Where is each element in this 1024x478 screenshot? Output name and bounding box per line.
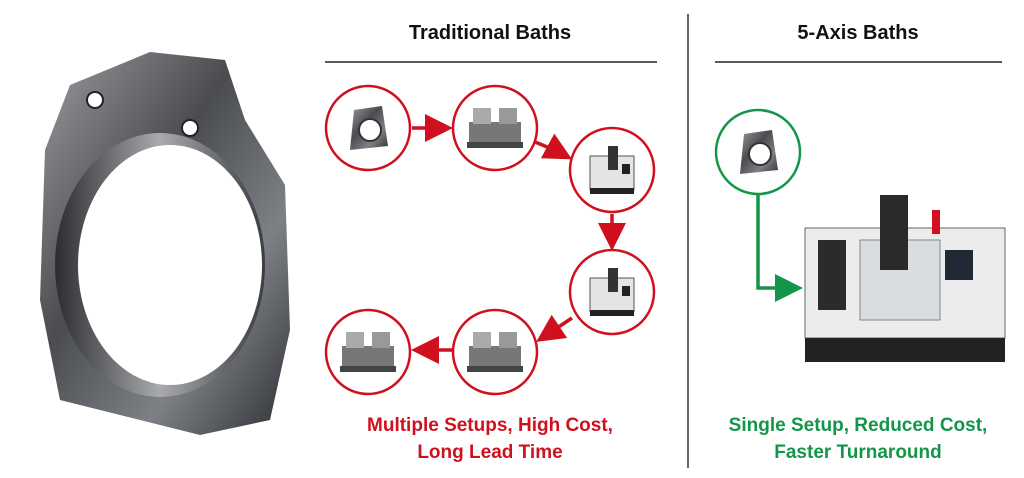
green-arrow	[756, 194, 803, 302]
five-axis-title: 5-Axis Baths	[797, 22, 919, 44]
traditional-title: Traditional Baths	[408, 22, 572, 44]
five-axis-machine	[804, 195, 1006, 362]
workpiece-render	[40, 52, 290, 435]
traditional-caption-line1: Multiple Setups, High Cost,	[367, 415, 613, 436]
flow-arrows	[411, 114, 626, 364]
traditional-caption-line2: Long Lead Time	[417, 442, 563, 463]
five-axis-caption-line1: Single Setup, Reduced Cost,	[728, 415, 988, 436]
traditional-caption: Multiple Setups, High Cost, Long Lead Ti…	[330, 412, 650, 466]
five-axis-caption: Single Setup, Reduced Cost, Faster Turna…	[700, 412, 1016, 466]
five-axis-caption-line2: Faster Turnaround	[774, 442, 942, 463]
